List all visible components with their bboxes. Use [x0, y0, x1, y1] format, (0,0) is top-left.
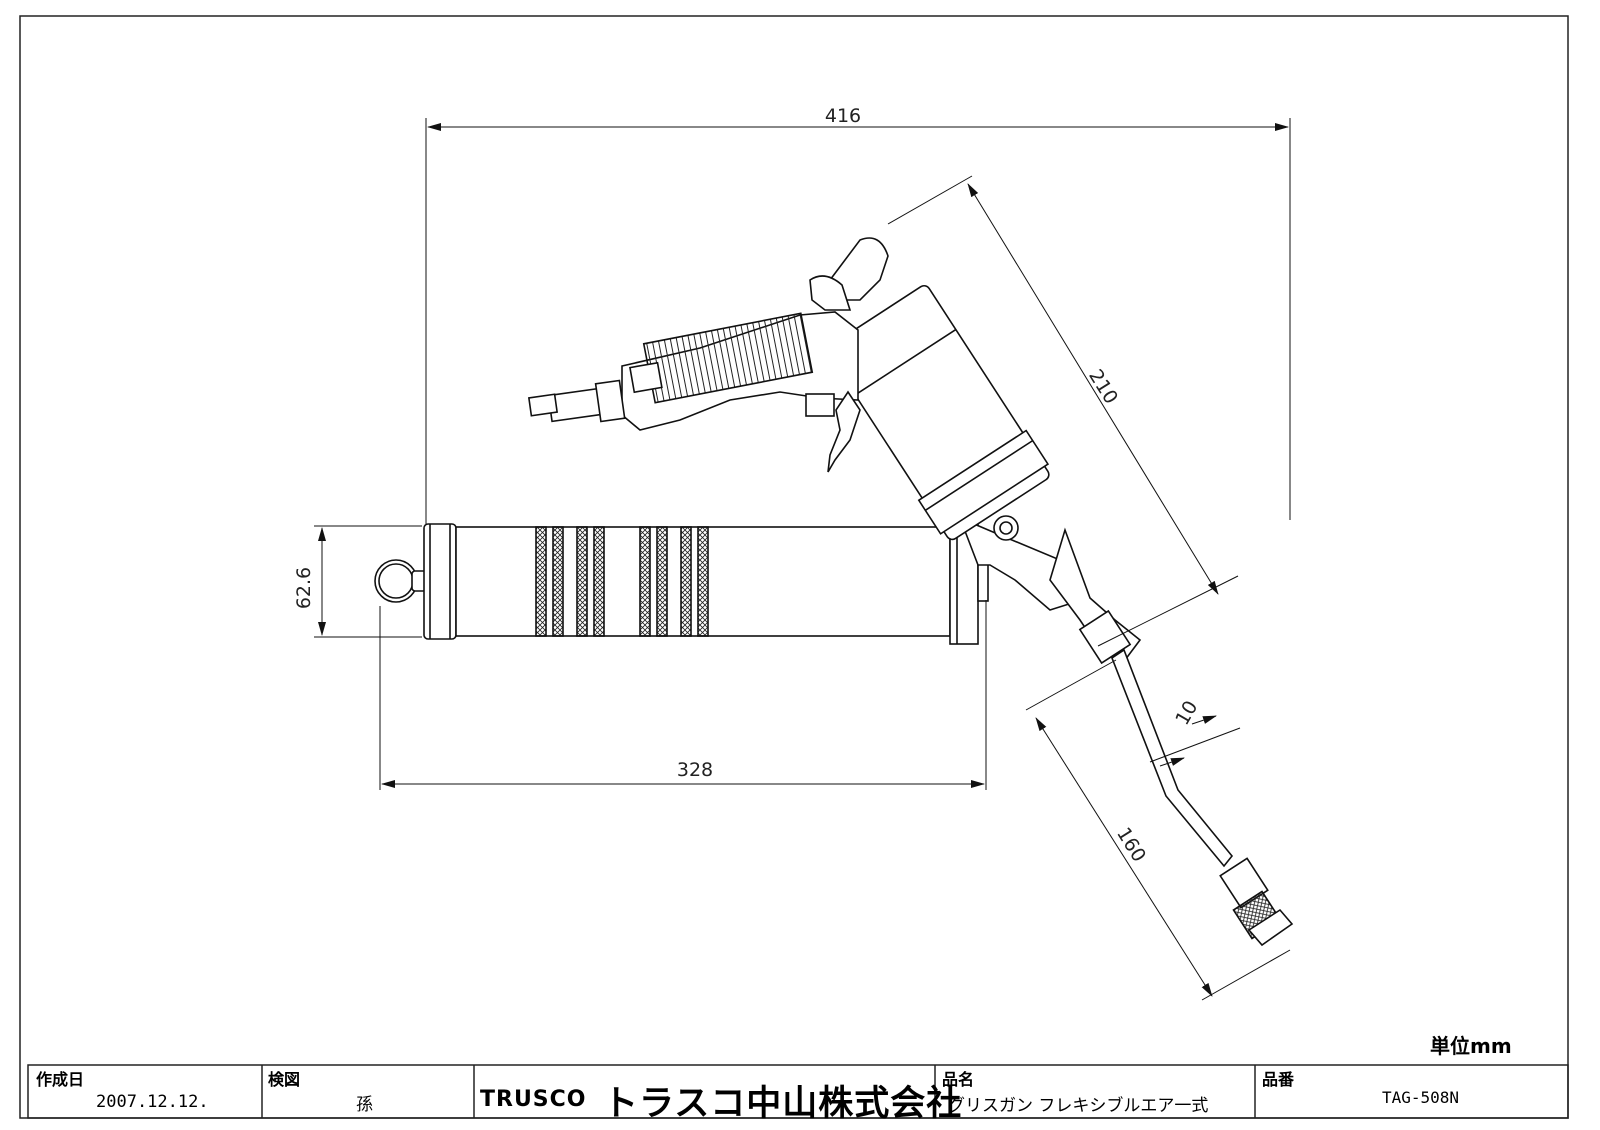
- checked-by-value: 孫: [356, 1095, 373, 1115]
- barrel-grip-bands: [535, 526, 709, 637]
- end-cap: [423, 523, 457, 640]
- product-name-value: グリスガン フレキシブルエア一式: [948, 1096, 1209, 1116]
- checked-label: 検図: [268, 1070, 301, 1089]
- title-block-frame: [27, 1064, 1569, 1119]
- part-number-value: TAG-508N: [1382, 1088, 1460, 1107]
- created-date-value: 2007.12.12.: [96, 1092, 209, 1112]
- created-date-label: 作成日: [36, 1070, 85, 1089]
- dim-head-length: 210: [1084, 366, 1122, 408]
- dim-nozzle-diameter: 10: [1171, 697, 1202, 729]
- wing-lever: [829, 237, 889, 301]
- company-logo-en: TRUSCO: [480, 1087, 587, 1112]
- company-name-ja: トラスコ中山株式会社: [603, 1084, 963, 1124]
- dimension-labels: 416 210 62.6 328 10 160: [293, 105, 1202, 866]
- dim-barrel-diameter: 62.6: [293, 567, 315, 609]
- part-number-label: 品番: [1262, 1070, 1295, 1089]
- product-name-label: 品名: [942, 1070, 975, 1089]
- dimension-lines: [314, 118, 1291, 1001]
- dim-overall-length: 416: [825, 105, 861, 127]
- grease-gun-illustration: [374, 237, 1294, 947]
- dim-barrel-length: 328: [677, 759, 713, 781]
- unit-label: 単位mm: [1430, 1034, 1512, 1058]
- coupler-nut: [1078, 609, 1132, 665]
- dim-nozzle-length: 160: [1112, 824, 1150, 866]
- trigger: [827, 390, 861, 473]
